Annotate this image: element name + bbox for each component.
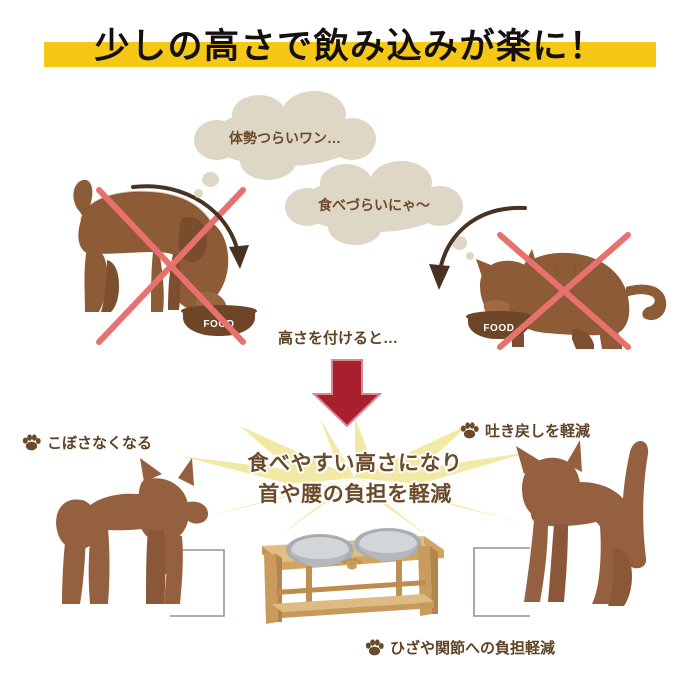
dog-thought-dot-small	[194, 189, 203, 198]
benefit-bottom-label: ひざや関節への負担軽減	[390, 640, 556, 657]
paw-decoration-icon	[342, 558, 363, 570]
dog-silhouette-standing	[56, 458, 208, 604]
transition-label: 高さを付けると…	[278, 330, 399, 347]
paw-icon	[460, 422, 479, 439]
benefit-left-label: こぼさなくなる	[47, 435, 153, 452]
paw-icon	[22, 434, 41, 451]
height-bracket-right	[473, 547, 530, 617]
dog-thought-bubble: 体勢つらいワン…	[194, 91, 376, 180]
solution-headline-line2: 首や腰の負担を軽減	[258, 483, 452, 506]
title-highlight-bar	[44, 42, 656, 67]
solution-headline: 食べやすい高さになり 首や腰の負担を軽減	[180, 448, 530, 510]
cat-silhouette-walking	[516, 440, 649, 606]
benefit-right-label: 吐き戻しを軽減	[485, 423, 591, 440]
dog-thought-text: 体勢つらいワン…	[229, 130, 341, 146]
food-bowl-label: FOOD	[483, 323, 515, 334]
benefit-left: こぼさなくなる	[22, 432, 152, 453]
dog-strain-arrow-icon	[131, 184, 249, 269]
food-bowl-label: FOOD	[203, 319, 235, 330]
dog-bowl-rim	[181, 305, 257, 317]
dog-thought-dot-large	[202, 172, 219, 187]
down-arrow-icon	[311, 359, 383, 428]
paw-icon	[365, 639, 384, 656]
title-text: 少しの高さで飲み込みが楽に！	[94, 27, 606, 66]
cat-strain-arrow-icon	[429, 205, 527, 290]
height-bracket-left	[170, 549, 225, 617]
cat-thought-dot-small	[466, 252, 474, 260]
page-title: 少しの高さで飲み込みが楽に！	[0, 16, 700, 78]
benefit-right: 吐き戻しを軽減	[460, 420, 590, 441]
elevated-double-bowl-feeder	[262, 528, 444, 624]
solution-headline-line1: 食べやすい高さになり	[247, 452, 463, 475]
cat-bowl-rim	[466, 311, 532, 322]
starburst-decoration	[180, 418, 530, 538]
cat-thought-dot-large	[452, 236, 467, 250]
cat-thought-text: 食べづらいにゃ〜	[318, 197, 430, 213]
cat-thought-bubble: 食べづらいにゃ〜	[285, 161, 463, 245]
benefit-bottom: ひざや関節への負担軽減	[365, 637, 555, 658]
